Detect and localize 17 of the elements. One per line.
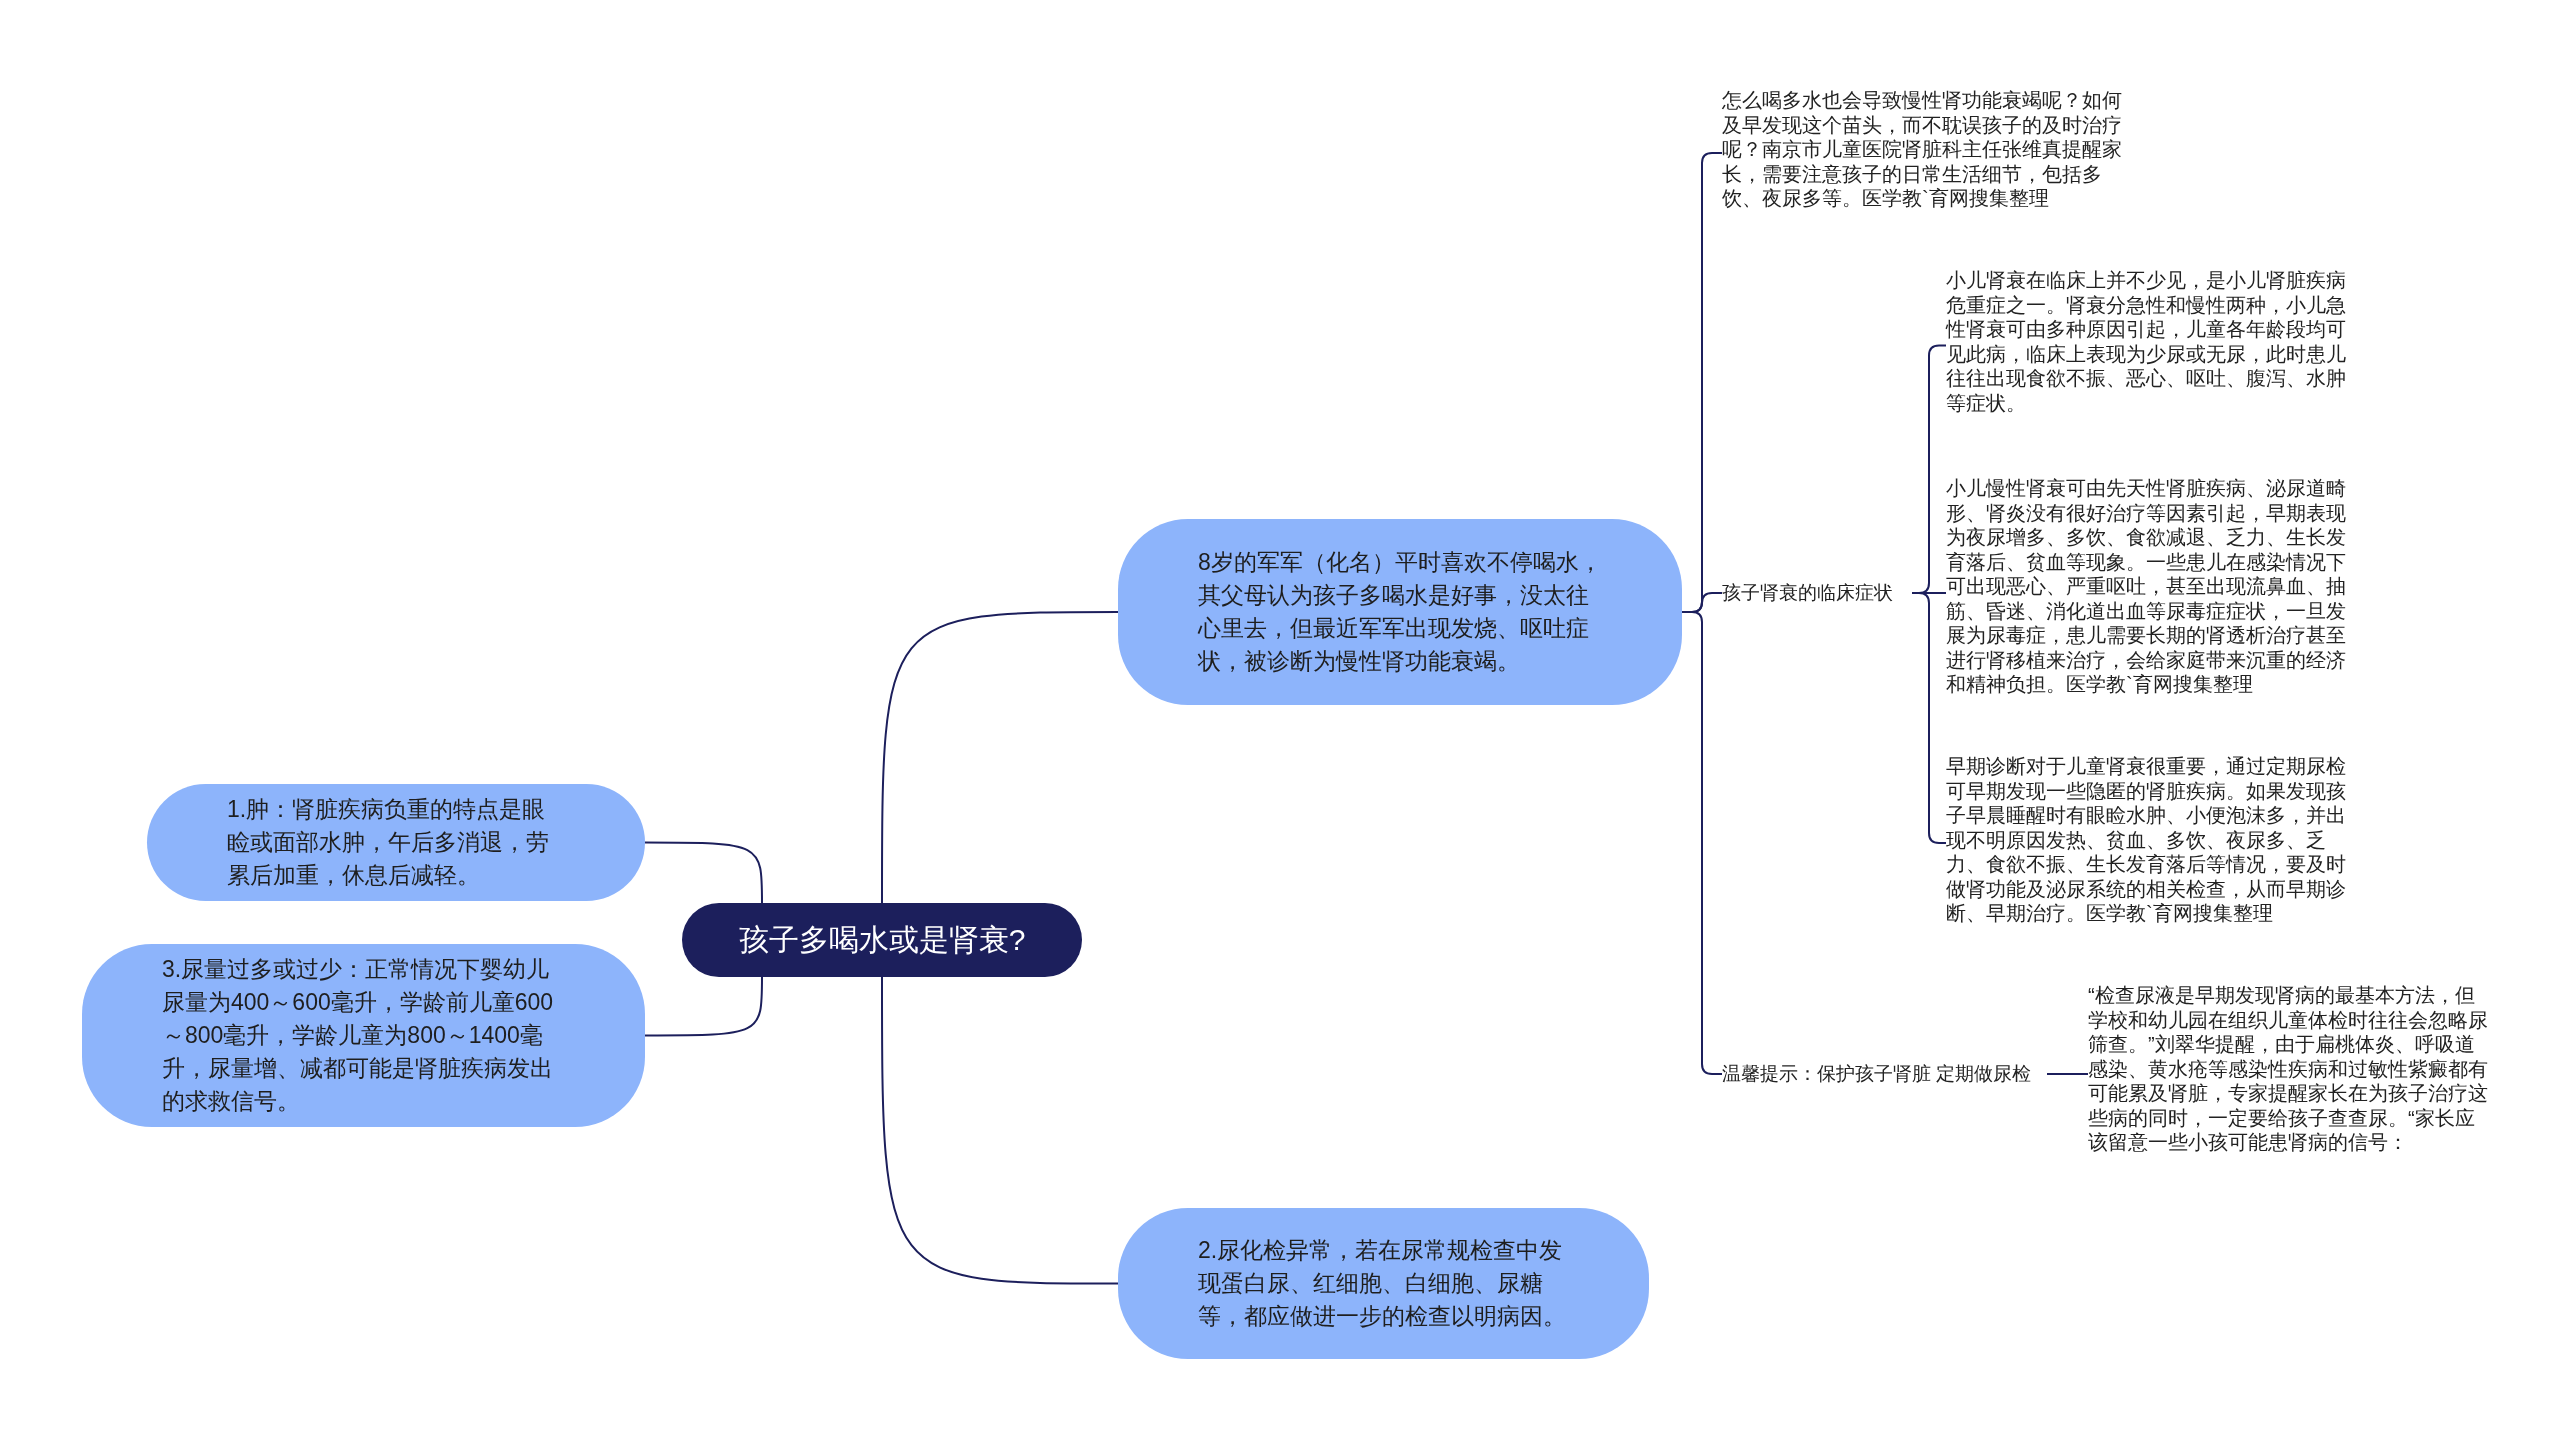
connector-line <box>2046 1073 2089 1075</box>
node-text: 2.尿化检异常，若在尿常规检查中发现蛋白尿、红细胞、白细胞、尿糖等，都应做进一步的检查以明病因。 <box>1198 1236 1567 1331</box>
node-text: 1.肿：肾脏疾病负重的特点是眼睑或面部水肿，午后多消退，劳累后加重，休息后减轻。 <box>227 795 550 890</box>
node-text: 小儿慢性肾衰可由先天性肾脏疾病、泌尿道畸形、肾炎没有很好治疗等因素引起，早期表现为夜尿增多、多饮、食欲减退、乏力、生长发育落后、贫血等现象。一些患儿在感染情况下可出现恶心、严重呕吐，甚至出现流鼻血、抽筋、昏迷、消化道出血等尿毒症症状，一旦发展为尿毒症，患儿需要长期的肾透析治疗甚至进行肾移植来治疗，会给家庭带来沉重的经济和精神负担。医学教`育网搜集整理 <box>1946 476 2346 697</box>
node-text: 怎么喝多水也会导致慢性肾功能衰竭呢？如何及早发现这个苗头，而不耽误孩子的及时治疗呢？南京市儿童医院肾脏科主任张维真提醒家长，需要注意孩子的日常生活细节，包括多饮、夜尿多等。医学教`育网搜集整理 <box>1722 88 2122 211</box>
node-text: “检查尿液是早期发现肾病的最基本方法，但学校和幼儿园在组织儿童体检时往往会忽略尿筛查。”刘翠华提醒，由于扁桃体炎、呼吸道感染、黄水疮等感染性疾病和过敏性紫癜都有可能累及肾脏，专家提醒家长在为孩子治疗这些病的同时，一定要给孩子查查尿。“家长应该留意一些小孩可能患肾病的信号： <box>2088 983 2488 1155</box>
node-text: 孩子肾衰的临床症状 <box>1722 581 1894 605</box>
connector-line <box>881 611 1119 904</box>
node-text: 小儿肾衰在临床上并不少见，是小儿肾脏疾病危重症之一。肾衰分急性和慢性两种，小儿急性肾衰可由多种原因引起，儿童各年龄段均可见此病，临床上表现为少尿或无尿，此时患儿往往出现食欲不振、恶心、呕吐、腹泻、水肿等症状。 <box>1946 268 2346 415</box>
node-text: 3.尿量过多或过少：正常情况下婴幼儿尿量为400～600毫升，学龄前儿童600～800毫升，学龄儿童为800～1400毫升，尿量增、减都可能是肾脏疾病发出的求救信号。 <box>162 955 555 1116</box>
connector-line <box>881 976 1119 1285</box>
node-text: 温馨提示：保护孩子肾脏 定期做尿检 <box>1722 1062 2033 1086</box>
node-text: 孩子多喝水或是肾衰? <box>738 922 1026 958</box>
connector-line <box>644 841 763 904</box>
node-text: 早期诊断对于儿童肾衰很重要，通过定期尿检可早期发现一些隐匿的肾脏疾病。如果发现孩子早晨睡醒时有眼睑水肿、小便泡沫多，并出现不明原因发热、贫血、多饮、夜尿多、乏力、食欲不振、生长发育落后等情况，要及时做肾功能及泌尿系统的相关检查，从而早期诊断、早期治疗。医学教`育网搜集整理 <box>1946 754 2346 926</box>
node-text: 8岁的军军（化名）平时喜欢不停喝水，其父母认为孩子多喝水是好事，没太往心里去，但最近军军出现发烧、呕吐症状，被诊断为慢性肾功能衰竭。 <box>1198 548 1602 676</box>
connector-line <box>644 976 763 1037</box>
